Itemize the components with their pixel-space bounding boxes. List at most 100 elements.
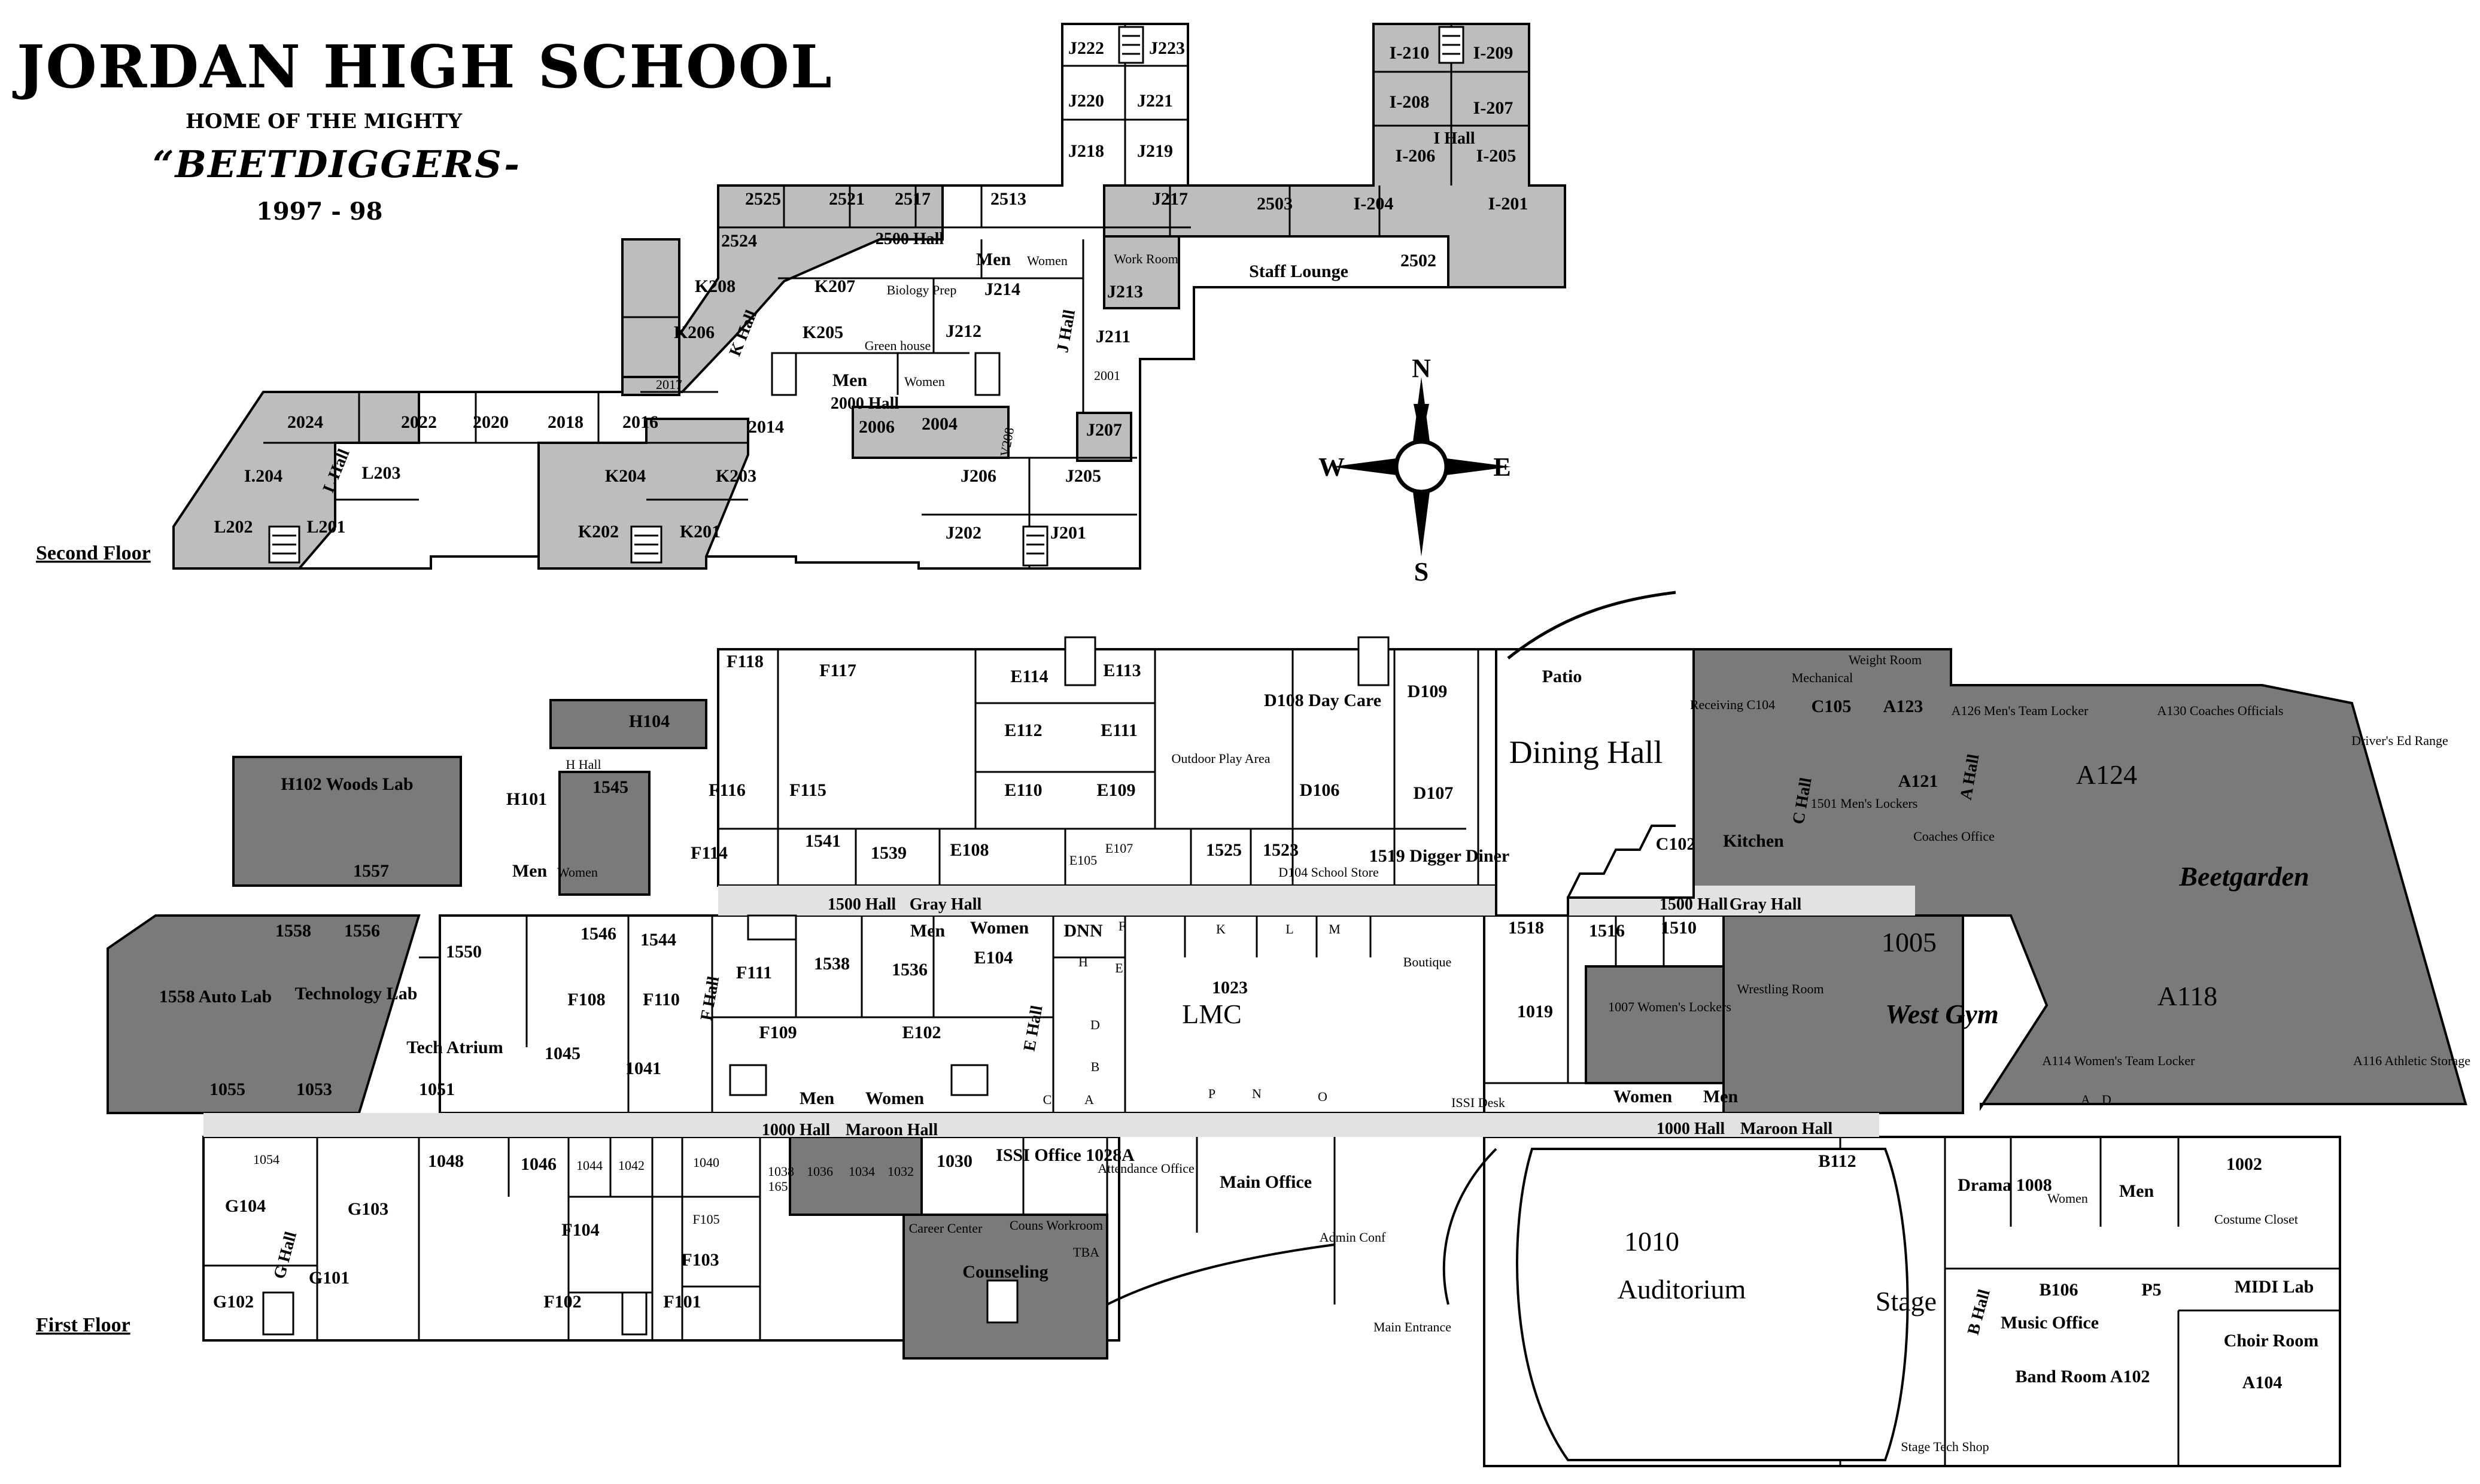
svg-text:J207: J207 xyxy=(1086,420,1122,440)
1007-area xyxy=(1585,965,1725,1084)
svg-text:1558 Auto Lab: 1558 Auto Lab xyxy=(159,987,272,1006)
svg-text:Biology Prep: Biology Prep xyxy=(887,282,957,297)
svg-text:C: C xyxy=(1043,1092,1052,1107)
svg-text:J202: J202 xyxy=(946,523,981,543)
svg-text:Attendance Office: Attendance Office xyxy=(1098,1161,1194,1176)
svg-text:1040: 1040 xyxy=(693,1155,719,1170)
svg-text:J206: J206 xyxy=(961,466,996,486)
svg-text:Men: Men xyxy=(1703,1087,1739,1106)
school-subtitle: HOME OF THE MIGHTY xyxy=(186,110,463,133)
svg-text:1536: 1536 xyxy=(892,960,928,980)
svg-text:1034: 1034 xyxy=(849,1164,875,1179)
svg-text:E109: E109 xyxy=(1096,780,1135,800)
svg-text:1525: 1525 xyxy=(1206,840,1242,860)
svg-text:P: P xyxy=(1208,1086,1215,1101)
svg-text:A116 Athletic Storage: A116 Athletic Storage xyxy=(2353,1053,2470,1068)
1000-maroon-hall xyxy=(203,1113,1879,1137)
svg-text:1558: 1558 xyxy=(275,921,311,941)
svg-text:M: M xyxy=(1329,922,1341,936)
svg-text:1030: 1030 xyxy=(937,1151,972,1171)
auditorium-seating xyxy=(1516,1148,1909,1461)
svg-text:Patio: Patio xyxy=(1542,667,1582,686)
svg-text:Kitchen: Kitchen xyxy=(1723,831,1784,851)
h102-woods-lab-area xyxy=(232,756,462,887)
svg-text:F110: F110 xyxy=(643,990,680,1009)
svg-text:1546: 1546 xyxy=(581,924,616,944)
svg-text:I-204: I-204 xyxy=(1354,194,1394,214)
svg-text:Women: Women xyxy=(2047,1191,2088,1206)
svg-text:2521: 2521 xyxy=(829,189,865,209)
svg-text:1007 Women's Lockers: 1007 Women's Lockers xyxy=(1608,999,1731,1014)
second-floor: J222 J223 J220 J221 J218 J219 I-210 I-20… xyxy=(36,23,1566,570)
svg-text:E102: E102 xyxy=(902,1023,941,1042)
svg-text:2017: 2017 xyxy=(656,377,682,392)
svg-text:F103: F103 xyxy=(681,1250,719,1270)
svg-text:J214: J214 xyxy=(984,279,1020,299)
svg-text:1010: 1010 xyxy=(1624,1226,1679,1257)
svg-text:J220: J220 xyxy=(1068,91,1104,111)
svg-text:2020: 2020 xyxy=(473,412,509,432)
svg-text:Costume Closet: Costume Closet xyxy=(2214,1212,2298,1227)
svg-text:1500 Hall: 1500 Hall xyxy=(1660,895,1728,914)
svg-text:K208: K208 xyxy=(695,276,736,296)
svg-text:165: 165 xyxy=(768,1179,788,1194)
svg-text:2502: 2502 xyxy=(1400,251,1436,270)
svg-text:L: L xyxy=(1285,922,1293,936)
svg-text:2001: 2001 xyxy=(1094,368,1120,383)
svg-text:Men: Men xyxy=(910,921,946,941)
svg-text:Auditorium: Auditorium xyxy=(1618,1274,1746,1304)
svg-text:C102: C102 xyxy=(1656,834,1696,854)
svg-text:B: B xyxy=(1091,1059,1100,1074)
j207-block xyxy=(1076,412,1132,462)
first-floor-walls xyxy=(203,649,2340,1466)
svg-text:H: H xyxy=(1078,954,1088,969)
svg-text:K204: K204 xyxy=(605,466,646,486)
svg-text:1556: 1556 xyxy=(344,921,380,941)
svg-text:1516: 1516 xyxy=(1589,921,1625,941)
compass-rose: N S W E xyxy=(1318,354,1511,586)
svg-text:E104: E104 xyxy=(974,948,1013,968)
west-gym-area xyxy=(1722,914,1964,1114)
svg-text:E105: E105 xyxy=(1069,853,1097,868)
svg-text:A114 Women's Team Locker: A114 Women's Team Locker xyxy=(2042,1053,2195,1068)
svg-text:TBA: TBA xyxy=(1073,1245,1099,1260)
svg-text:1519 Digger Diner: 1519 Digger Diner xyxy=(1369,846,1509,866)
svg-text:Men: Men xyxy=(832,370,868,390)
svg-text:F102: F102 xyxy=(543,1292,581,1312)
svg-text:K203: K203 xyxy=(716,466,756,486)
svg-text:1000 Hall: 1000 Hall xyxy=(762,1121,831,1139)
svg-text:F108: F108 xyxy=(567,990,605,1009)
svg-text:Tech Atrium: Tech Atrium xyxy=(406,1038,503,1057)
svg-text:Coaches Office: Coaches Office xyxy=(1913,829,1995,844)
svg-text:Gray Hall: Gray Hall xyxy=(910,895,982,914)
svg-text:N: N xyxy=(1252,1086,1262,1101)
svg-text:A124: A124 xyxy=(2076,759,2137,790)
svg-text:1045: 1045 xyxy=(545,1044,581,1063)
second-floor-walls xyxy=(263,24,1529,568)
svg-text:Women: Women xyxy=(1027,253,1068,268)
svg-text:J217: J217 xyxy=(1152,189,1188,209)
svg-text:1055: 1055 xyxy=(209,1079,245,1099)
svg-text:1048: 1048 xyxy=(428,1151,464,1171)
first-floor-labels: F118 F117 E114 E113 D109 Patio Weight Ro… xyxy=(159,652,2470,1454)
2006-2004-block xyxy=(852,406,1010,459)
svg-text:D104 School Store: D104 School Store xyxy=(1278,865,1378,880)
svg-text:E110: E110 xyxy=(1004,780,1042,800)
svg-text:K206: K206 xyxy=(674,323,715,342)
svg-text:J222: J222 xyxy=(1068,38,1104,58)
svg-text:L202: L202 xyxy=(214,517,253,537)
svg-text:2006: 2006 xyxy=(859,417,895,437)
svg-text:Band Room A102: Band Room A102 xyxy=(2015,1367,2150,1386)
svg-text:I-201: I-201 xyxy=(1488,194,1528,214)
svg-text:2024: 2024 xyxy=(287,412,323,432)
first-floor-stairs xyxy=(262,636,1390,1336)
j213-block xyxy=(1103,235,1180,309)
svg-text:Men: Men xyxy=(2119,1181,2154,1201)
svg-text:L203: L203 xyxy=(361,463,400,483)
h104-area xyxy=(549,699,707,749)
svg-text:J223: J223 xyxy=(1149,38,1185,58)
svg-text:Maroon Hall: Maroon Hall xyxy=(1740,1120,1832,1138)
1545-area xyxy=(558,771,651,896)
svg-text:F: F xyxy=(1119,919,1126,933)
svg-text:2513: 2513 xyxy=(990,189,1026,209)
